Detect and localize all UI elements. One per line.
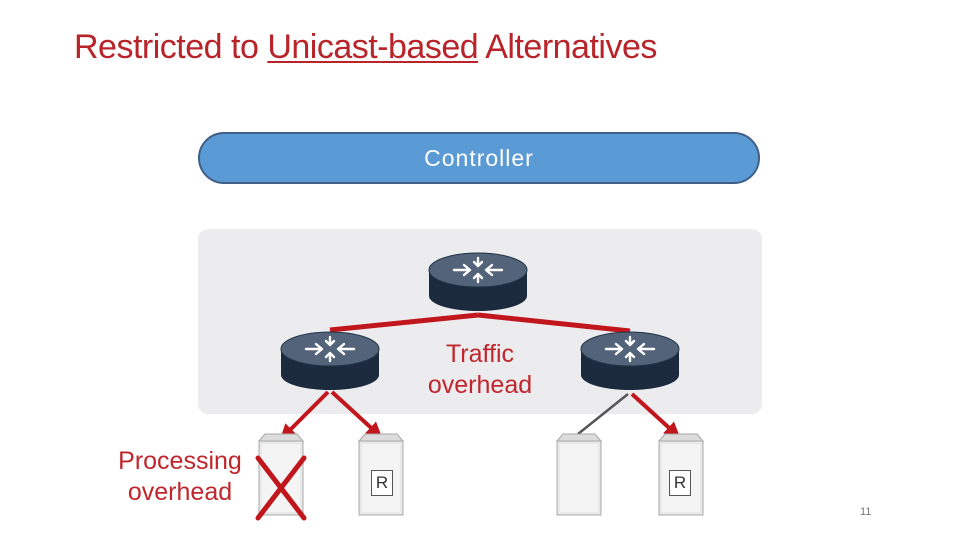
title-part-2: Unicast-based [267,28,479,66]
arrow-to-host-2 [330,390,383,439]
router-icon [280,331,380,390]
server-icon [555,433,603,516]
link-top-right [477,312,631,334]
title-part-1: Restricted to [74,28,268,66]
processing-label-line-2: overhead [127,478,233,506]
x-mark-icon [255,455,307,521]
processing-label-line-1: Processing [118,447,242,475]
router-icon [580,331,680,390]
processing-overhead-label: Processing overhead [112,446,248,508]
link-to-host-3 [577,393,629,435]
traffic-label-line-1: Traffic [445,340,515,368]
arrow-to-host-4 [630,392,681,439]
router-icon [428,252,528,311]
title-part-3: Alternatives [478,28,657,66]
arrow-to-host-1 [279,390,330,441]
controller-label: Controller [424,144,534,171]
receiver-label: R [371,470,393,496]
traffic-overhead-label: Traffic overhead [410,339,550,401]
controller: Controller [198,132,760,184]
receiver-label: R [669,470,691,496]
page-number: 11 [860,506,872,518]
slide-title: Restricted to Unicast-based Alternatives [74,28,657,67]
traffic-label-line-2: overhead [427,371,533,399]
link-top-left [329,312,479,333]
